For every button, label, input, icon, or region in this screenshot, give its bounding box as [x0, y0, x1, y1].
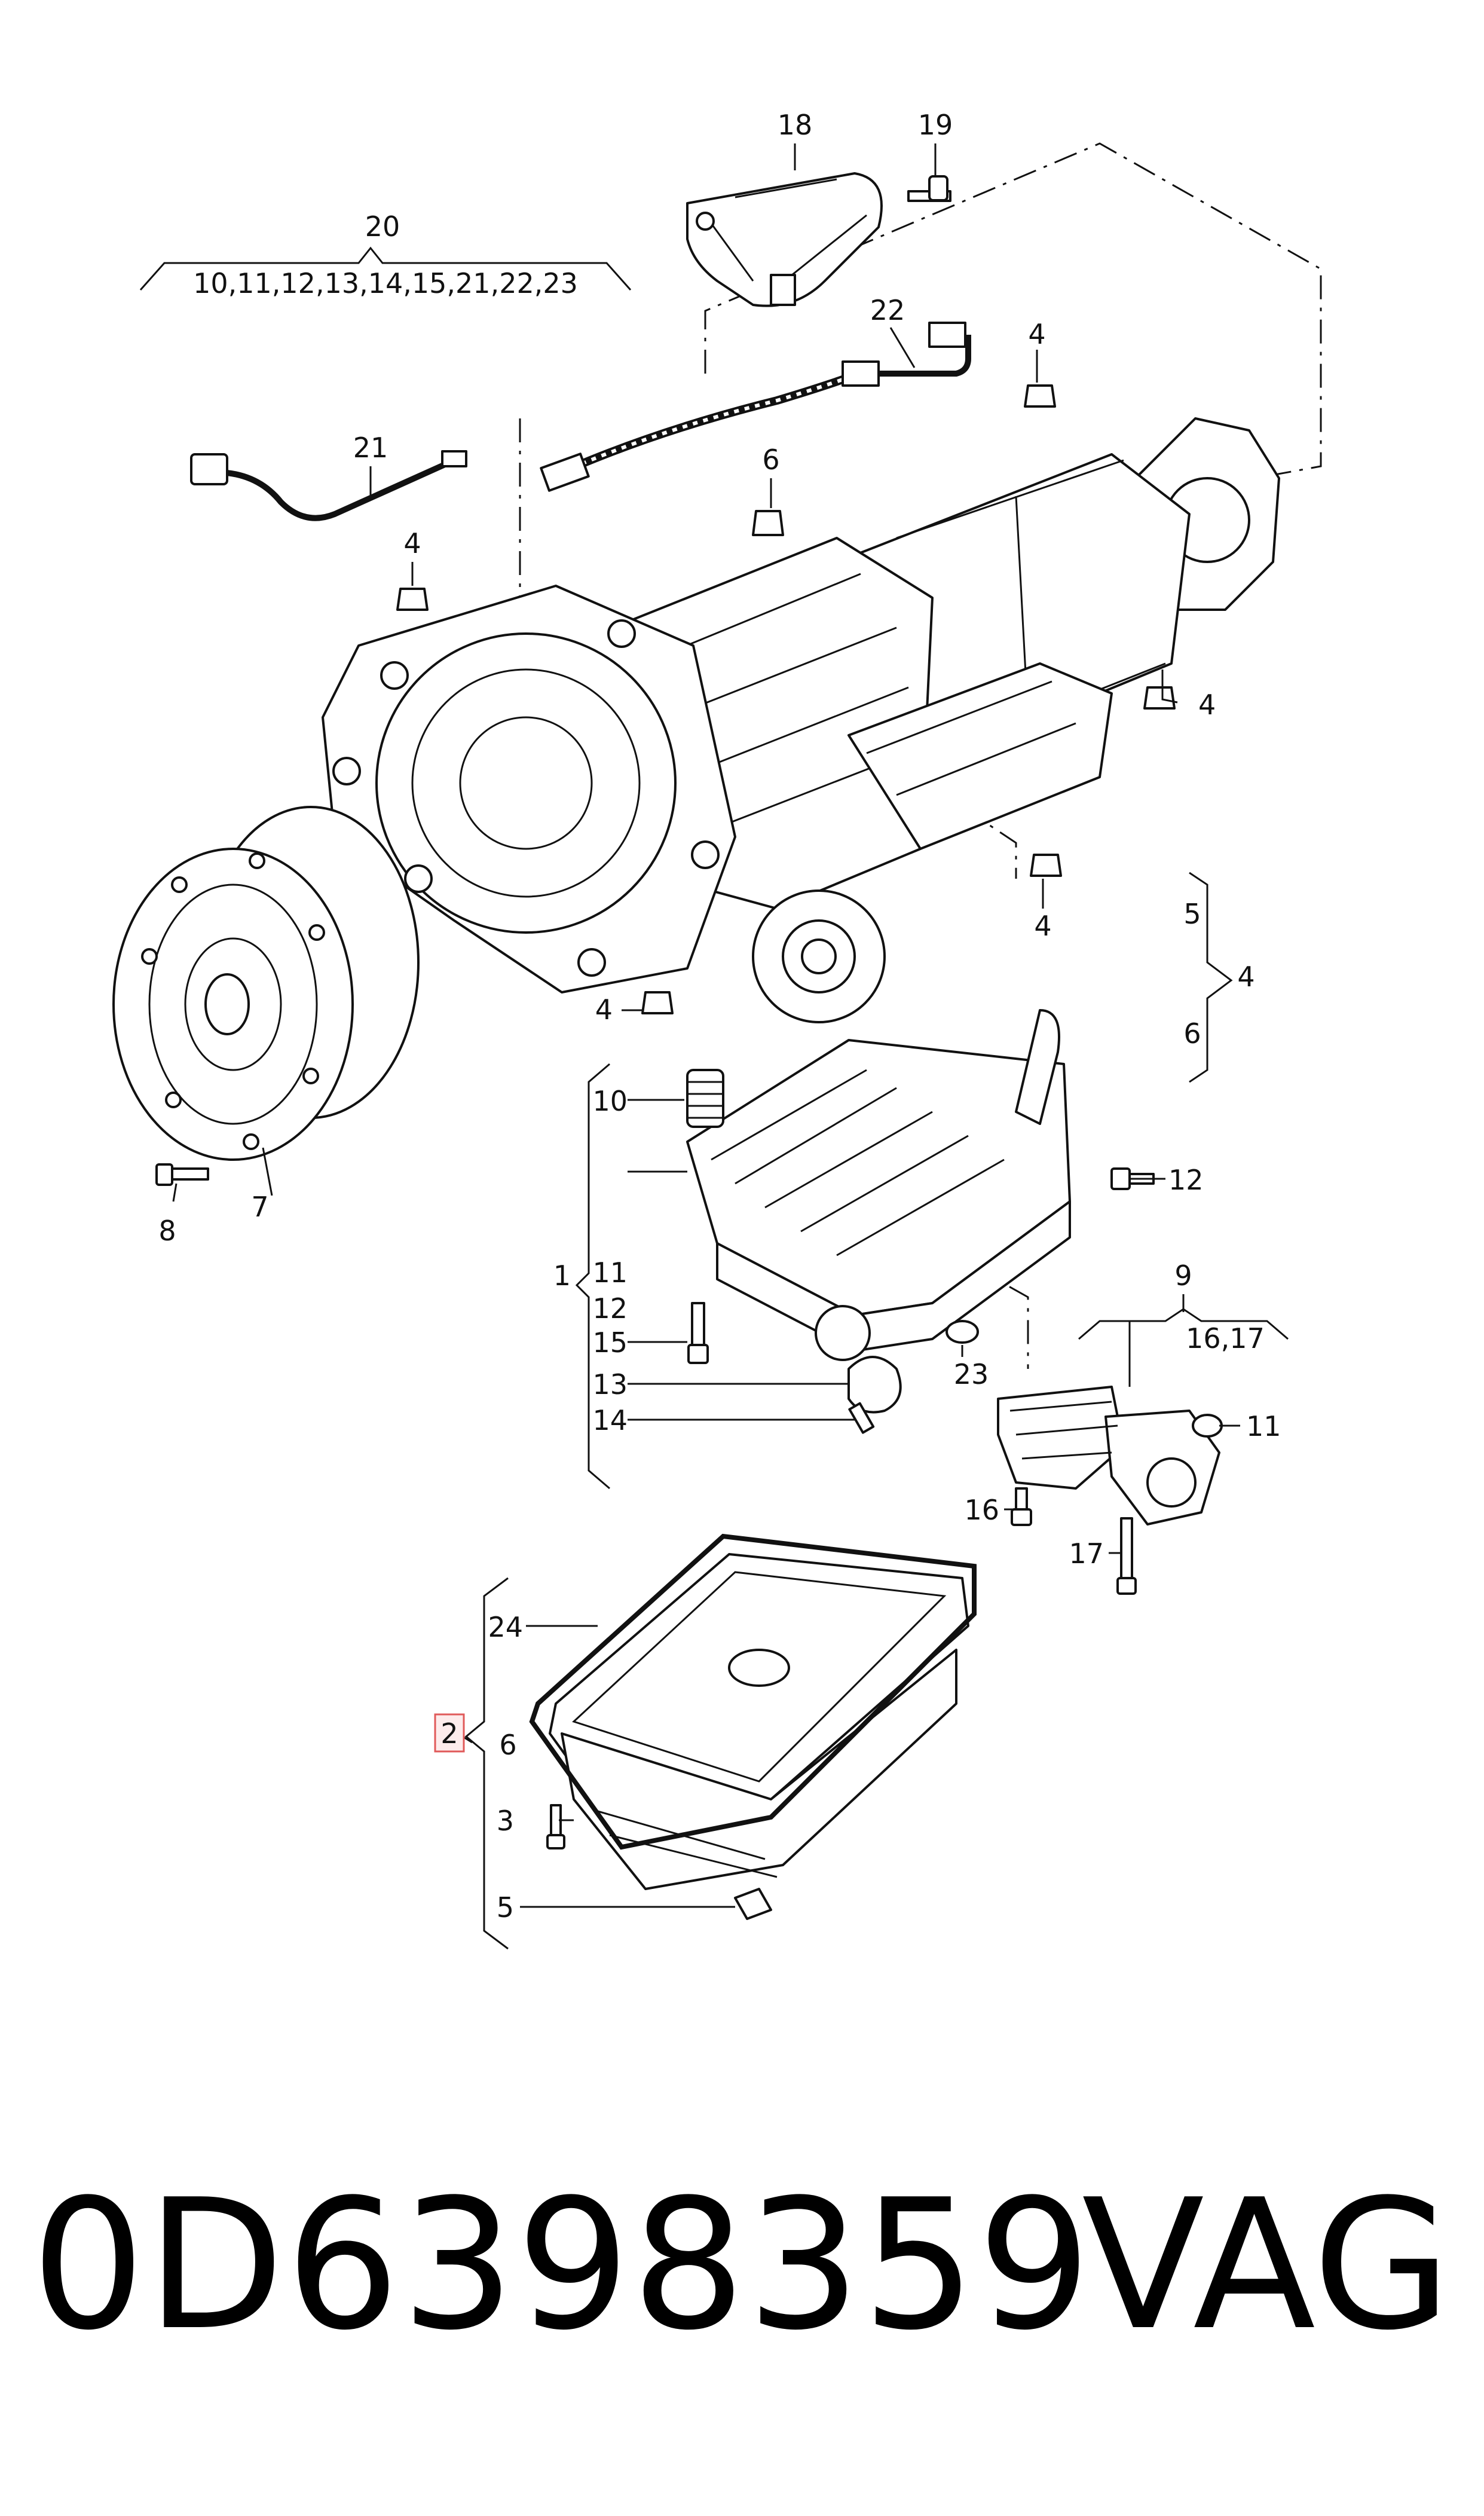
callout-6-top: 6: [762, 444, 779, 476]
o-ring-part-11: [1192, 1414, 1223, 1438]
sensor-wire-part-21: [190, 450, 467, 521]
callout-11-left: 11: [592, 1257, 628, 1289]
mechatronic-unit-part-1: [686, 1009, 1071, 1361]
harness-part-22: [540, 322, 971, 492]
plug-part-6: [752, 510, 784, 536]
callout-2: 2: [440, 1717, 458, 1750]
callout-17: 17: [1069, 1537, 1104, 1570]
bolt-part-3: [546, 1804, 565, 1849]
callout-12-left: 12: [592, 1292, 628, 1325]
spring-part-10: [686, 1069, 724, 1128]
callout-4-top: 4: [1028, 318, 1045, 350]
highlight-box-part-2: [434, 1713, 465, 1753]
callout-23: 23: [954, 1358, 989, 1390]
callout-10: 10: [592, 1085, 628, 1117]
callout-4-bottom: 4: [595, 993, 613, 1026]
callout-3: 3: [497, 1805, 514, 1837]
part-number: 0D6398359: [31, 2161, 1093, 2370]
bolt-part-19: [907, 175, 951, 202]
callout-4-mid: 4: [1034, 910, 1051, 942]
bolt-part-17: [1116, 1517, 1137, 1595]
callout-9: 9: [1174, 1259, 1192, 1292]
callout-6-pan: 6: [499, 1729, 516, 1761]
oil-pan-part-2: [549, 1553, 969, 1890]
callout-19: 19: [918, 109, 953, 141]
drive-plate-part-7: [112, 806, 420, 1161]
callout-4-left: 4: [403, 527, 421, 560]
callout-20: 20: [365, 210, 400, 243]
gasket-part-24: [529, 1533, 977, 1850]
callout-5-pan: 5: [497, 1891, 514, 1924]
callout-16: 16: [964, 1494, 999, 1526]
callout-5-group: 5: [1183, 898, 1201, 930]
callout-15: 15: [592, 1326, 628, 1359]
callout-14: 14: [592, 1404, 628, 1436]
callout-21: 21: [353, 432, 388, 464]
callout-6-group: 6: [1183, 1017, 1201, 1050]
callout-labels: 18 19 20 10,11,12,13,14,15,21,22,23 22 4…: [158, 109, 1281, 1924]
callout-4-right: 4: [1198, 689, 1216, 721]
o-ring-part-23: [946, 1320, 979, 1344]
callout-11-right: 11: [1246, 1410, 1281, 1442]
leader-lines: [139, 143, 1289, 1950]
gearbox-housing: [322, 417, 1280, 1023]
screw-part-14: [848, 1402, 875, 1434]
pump-unit-part-9: [997, 1386, 1220, 1526]
bolt-part-8: [155, 1163, 209, 1186]
callout-7: 7: [251, 1191, 268, 1223]
callout-18: 18: [778, 109, 813, 141]
callout-24: 24: [488, 1611, 523, 1643]
callout-8: 8: [158, 1215, 176, 1247]
mount-studs-part-4: [396, 384, 1176, 1014]
callout-16-17: 16,17: [1186, 1322, 1265, 1355]
callout-4-group: 4: [1237, 961, 1254, 993]
bolt-part-16: [1011, 1487, 1032, 1526]
callout-1: 1: [553, 1259, 571, 1292]
spring-part-13: [847, 1356, 902, 1414]
drain-plug-part-5: [734, 1888, 772, 1920]
callout-22: 22: [870, 294, 905, 326]
brand-name: VAG: [1082, 2161, 1452, 2370]
bolt-part-15: [687, 1302, 709, 1364]
callout-12-right: 12: [1168, 1164, 1204, 1196]
bracket-part-18: [686, 172, 883, 307]
callout-13: 13: [592, 1368, 628, 1401]
callout-20-components: 10,11,12,13,14,15,21,22,23: [193, 267, 578, 299]
